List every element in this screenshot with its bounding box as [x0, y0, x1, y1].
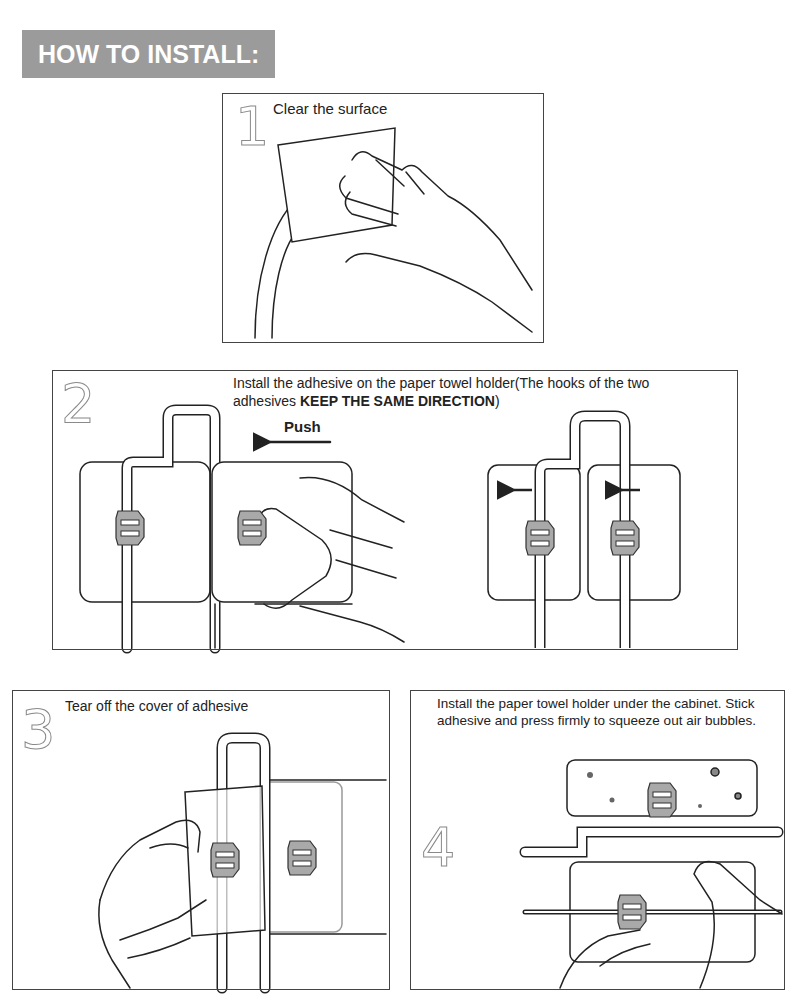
step-panel: 1Clear the surface [222, 93, 544, 343]
step-panel: 2 Install the adhesive on the paper towel… [52, 370, 738, 650]
step-panel: 4 Install the paper towel holder under th… [410, 690, 785, 990]
wipe-illustration [255, 128, 532, 338]
instruction-text: Tear off the cover of adhesive [65, 698, 248, 714]
step-instruction: Clear the surface [273, 100, 533, 119]
step-instruction: Install the adhesive on the paper towel … [233, 375, 723, 410]
step-number: 4 [421, 821, 455, 875]
step-number: 1 [235, 100, 269, 154]
step-number: 2 [61, 377, 95, 431]
mount-illustration [488, 416, 680, 648]
step-instruction: Install the paper towel holder under the… [437, 696, 781, 730]
peel-illustration [185, 738, 386, 988]
instruction-text: ) [495, 393, 500, 409]
step-number: 3 [21, 703, 55, 757]
instruction-text: Clear the surface [273, 100, 387, 117]
direction-label: Push [282, 419, 323, 436]
press-illustration [525, 760, 780, 962]
title-banner: HOW TO INSTALL: [22, 30, 275, 78]
mount-illustration [80, 410, 404, 648]
instruction-text: Install the paper towel holder under the… [437, 696, 756, 728]
step-instruction: Tear off the cover of adhesive [65, 698, 375, 716]
step-panel: 3 Tear off the cover of adhesive [12, 690, 390, 990]
emphasis-text: KEEP THE SAME DIRECTION [300, 393, 495, 409]
